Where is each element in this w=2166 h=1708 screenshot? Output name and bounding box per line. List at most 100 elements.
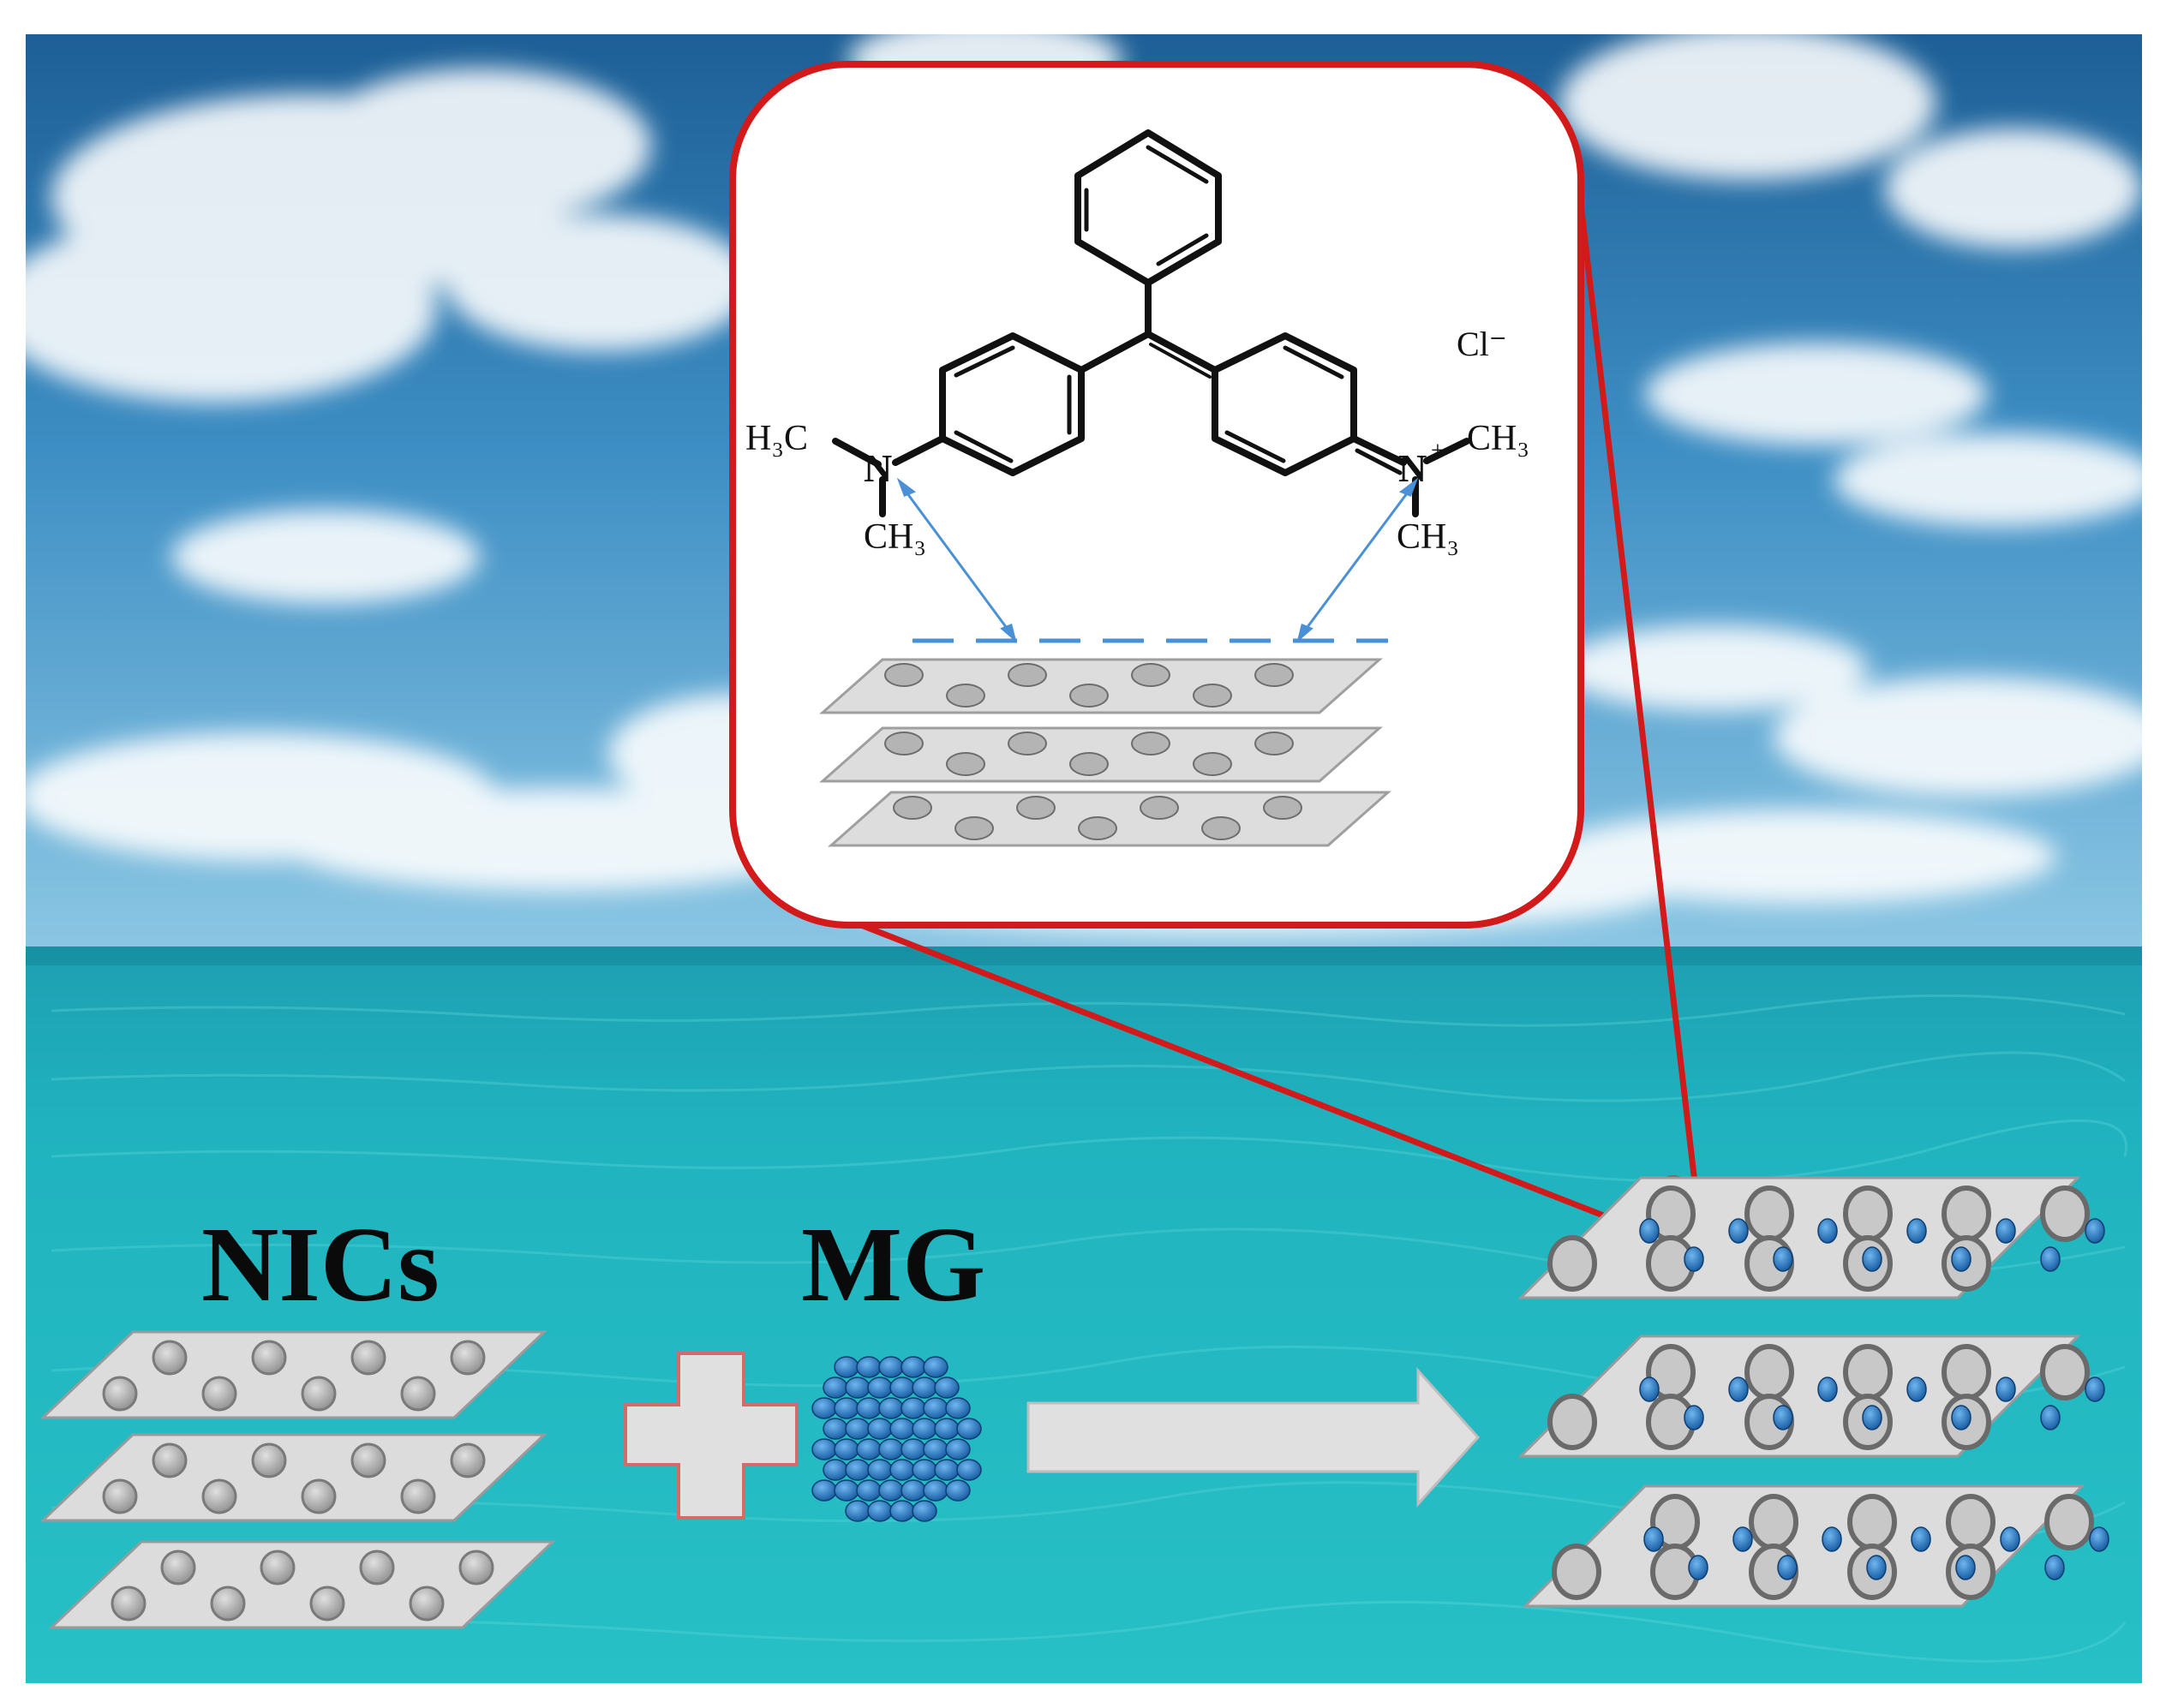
mg-molecule	[923, 1356, 948, 1378]
adsorbed-mg	[1777, 1555, 1798, 1580]
clay-ion	[301, 1376, 337, 1412]
adsorbed-mg	[1639, 1218, 1660, 1244]
right-charge-text: +	[1431, 438, 1445, 464]
adsorbed-mg	[1817, 1218, 1838, 1244]
mg-molecule	[889, 1459, 915, 1481]
clay-ion	[260, 1550, 296, 1586]
clay-ion	[2040, 1344, 2090, 1400]
adsorbed-mg	[1684, 1246, 1704, 1272]
clay-ion	[301, 1478, 337, 1514]
callout-connector	[859, 166, 1700, 1237]
left-nitrogen-text: N	[864, 446, 892, 490]
mg-molecule	[845, 1418, 871, 1440]
mg-molecule	[912, 1418, 937, 1440]
clay-ion	[884, 732, 924, 755]
interaction-lines	[896, 477, 1419, 643]
mg-molecule	[889, 1500, 915, 1522]
mg-molecule	[945, 1438, 971, 1460]
mg-molecule	[878, 1438, 904, 1460]
clay-ion	[1069, 752, 1109, 776]
adsorbed-mg	[1862, 1246, 1882, 1272]
mg-molecule	[934, 1377, 960, 1399]
adsorbed-mg	[1995, 1377, 2016, 1402]
mg-molecule	[845, 1500, 871, 1522]
adsorbed-mg	[2085, 1218, 2105, 1244]
clay-ion	[251, 1442, 287, 1478]
adsorbed-mg	[1817, 1377, 1838, 1402]
mg-molecule	[811, 1438, 837, 1460]
adsorbed-mg	[1639, 1377, 1660, 1402]
clay-ion	[102, 1478, 138, 1514]
clay-ion	[884, 663, 924, 687]
clay-ion	[309, 1586, 345, 1621]
clay-ion	[350, 1442, 386, 1478]
mg-molecule	[923, 1438, 948, 1460]
mg-molecule	[867, 1500, 893, 1522]
mg-molecule	[923, 1397, 948, 1419]
adsorbed-mg	[2085, 1377, 2105, 1402]
mg-molecule	[878, 1479, 904, 1502]
clay-ion	[400, 1478, 436, 1514]
clay-ion	[1744, 1185, 1794, 1242]
clay-ion	[1843, 1185, 1893, 1242]
adsorbed-mg	[2040, 1405, 2061, 1430]
clay-ion	[111, 1586, 147, 1621]
mg-molecule	[956, 1418, 982, 1440]
clay-ion	[1254, 732, 1294, 755]
mg-molecule	[856, 1438, 882, 1460]
clay-ion	[1193, 684, 1232, 708]
clay-ion	[893, 796, 932, 820]
clay-ion	[1140, 796, 1179, 820]
clay-ion	[1008, 732, 1047, 755]
malachite-green-structure	[832, 129, 1470, 517]
adsorbed-mg	[1862, 1405, 1882, 1430]
clay-ion	[1008, 663, 1047, 687]
left-methyl-top-text: H₃C	[745, 419, 808, 458]
mg-molecule	[934, 1418, 960, 1440]
mg-molecule	[923, 1479, 948, 1502]
clay-ion	[1201, 816, 1241, 840]
adsorbed-mg	[1866, 1555, 1887, 1580]
clay-ion	[160, 1550, 196, 1586]
nics-label: NICs	[201, 1206, 440, 1324]
mg-molecule	[856, 1356, 882, 1378]
adsorbed-mg	[1643, 1526, 1664, 1552]
adsorbed-mg	[1732, 1526, 1753, 1552]
right-methyl-top-text: CH₃	[1467, 419, 1529, 458]
mg-molecule	[834, 1397, 859, 1419]
clay-ion	[458, 1550, 494, 1586]
mg-molecule	[901, 1397, 926, 1419]
clay-ion	[2040, 1185, 2090, 1242]
clay-ion	[1254, 663, 1294, 687]
mg-molecule	[878, 1397, 904, 1419]
adsorbed-mg	[1951, 1246, 1972, 1272]
formula-text: H₃C N CH₃ N + CH₃ CH₃ Cl⁻	[745, 325, 1529, 557]
clay-ion	[1547, 1394, 1597, 1450]
clay-ion	[2044, 1494, 2094, 1550]
clay-ion	[1131, 663, 1170, 687]
mg-molecule	[845, 1377, 871, 1399]
clay-ion	[1131, 732, 1170, 755]
mg-molecule	[834, 1356, 859, 1378]
mg-molecule	[823, 1459, 848, 1481]
mg-molecule	[811, 1397, 837, 1419]
clay-ion	[1069, 684, 1109, 708]
clay-ion	[152, 1340, 188, 1376]
clay-ion	[201, 1376, 237, 1412]
callout-clay-layers	[819, 658, 1391, 847]
mg-molecule	[856, 1397, 882, 1419]
clay-ion	[251, 1340, 287, 1376]
adsorbed-mg	[2089, 1526, 2109, 1552]
mg-molecule	[934, 1459, 960, 1481]
clay-ion	[954, 816, 994, 840]
nics-clay-layers	[39, 1330, 556, 1629]
mg-molecule	[867, 1418, 893, 1440]
clay-ion	[1078, 816, 1117, 840]
adsorbed-mg	[1995, 1218, 2016, 1244]
adsorbed-mg	[2044, 1555, 2065, 1580]
mg-molecule	[845, 1459, 871, 1481]
adsorbed-mg	[2000, 1526, 2020, 1552]
clay-ion	[210, 1586, 246, 1621]
